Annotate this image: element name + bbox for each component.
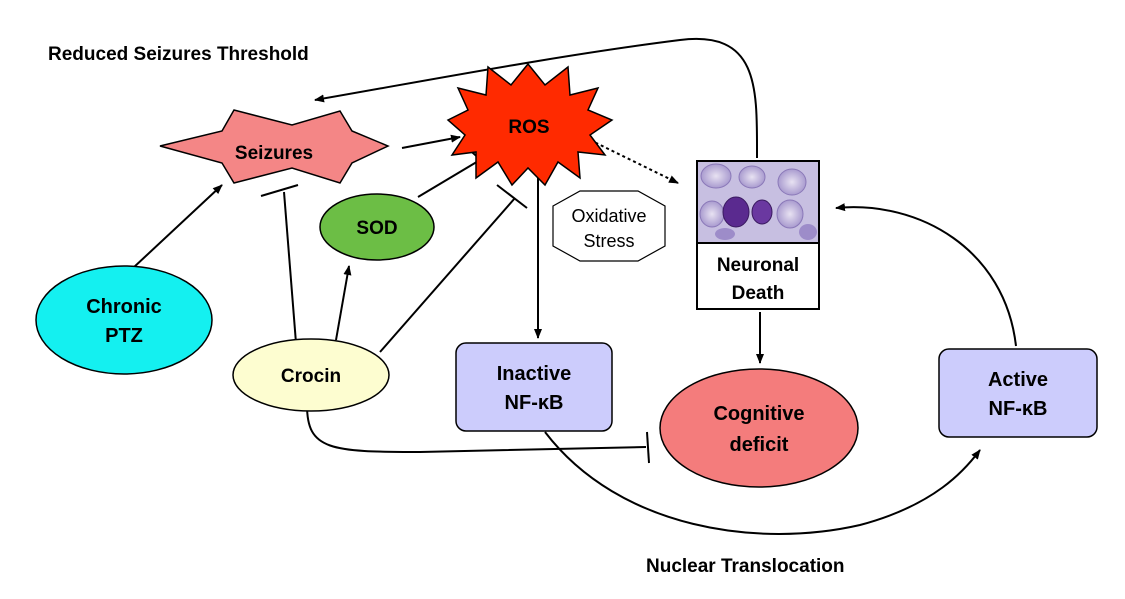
- inhibit-bar-crocin-ros: [496, 184, 528, 209]
- oxidative-stress-label-line2: Stress: [583, 231, 634, 251]
- edge-neuronal-death-to-seizures: [314, 37, 759, 159]
- nuclear-translocation-label: Nuclear Translocation: [646, 556, 845, 577]
- oxidative-stress-label-line1: Oxidative: [571, 206, 646, 226]
- crocin-label: Crocin: [281, 366, 341, 387]
- edge-crocin-to-sod: [335, 265, 352, 341]
- neuronal-death-label-line1: Neuronal: [717, 255, 799, 276]
- active-nfkb-label-line1: Active: [988, 369, 1048, 391]
- edge-active-nfkb-to-neuronal-death: [835, 203, 1017, 347]
- edge-ptz-to-seizures: [132, 184, 223, 269]
- inhibit-bar-crocin-cognitive: [646, 431, 650, 464]
- seizures-node: Seizures: [159, 109, 390, 184]
- edge-seizures-to-ros: [401, 134, 461, 149]
- oxidative-stress-node: Oxidative Stress: [552, 190, 666, 262]
- inactive-nfkb-label-line1: Inactive: [497, 363, 571, 385]
- neuronal-death-label-line2: Death: [732, 283, 785, 304]
- active-nfkb-node: Active NF-κB: [938, 348, 1098, 438]
- edge-crocin-inhibits-ros: [379, 197, 516, 353]
- chronic-ptz-label-line2: PTZ: [105, 325, 143, 347]
- cognitive-deficit-node: Cognitive deficit: [659, 368, 859, 488]
- ros-node: ROS: [446, 62, 614, 187]
- cognitive-deficit-label-line1: Cognitive: [713, 403, 804, 425]
- active-nfkb-label-line2: NF-κB: [989, 398, 1048, 420]
- edge-crocin-inhibits-seizures: [283, 191, 297, 344]
- edge-crocin-inhibits-cognitive-deficit: [306, 404, 647, 454]
- reduced-seizures-threshold-label: Reduced Seizures Threshold: [48, 44, 309, 65]
- edge-ros-to-neuronal-death: [589, 139, 679, 184]
- neuron-image: [698, 162, 818, 242]
- sod-label: SOD: [356, 218, 397, 239]
- inactive-nfkb-label-line2: NF-κB: [505, 392, 564, 414]
- chronic-ptz-node: Chronic PTZ: [35, 265, 213, 375]
- ros-label: ROS: [508, 117, 549, 138]
- inactive-nfkb-node: Inactive NF-κB: [455, 342, 613, 432]
- crocin-node: Crocin: [232, 338, 390, 412]
- sod-node: SOD: [319, 193, 435, 261]
- neuronal-death-node: Neuronal Death: [696, 160, 820, 310]
- cognitive-deficit-label-line2: deficit: [730, 434, 789, 456]
- edge-nuclear-translocation: [544, 431, 981, 535]
- inhibit-bar-crocin-seizures: [260, 184, 299, 197]
- chronic-ptz-label-line1: Chronic: [86, 296, 162, 318]
- edge-sod-inhibits-ros: [417, 159, 481, 198]
- seizures-label: Seizures: [235, 143, 313, 164]
